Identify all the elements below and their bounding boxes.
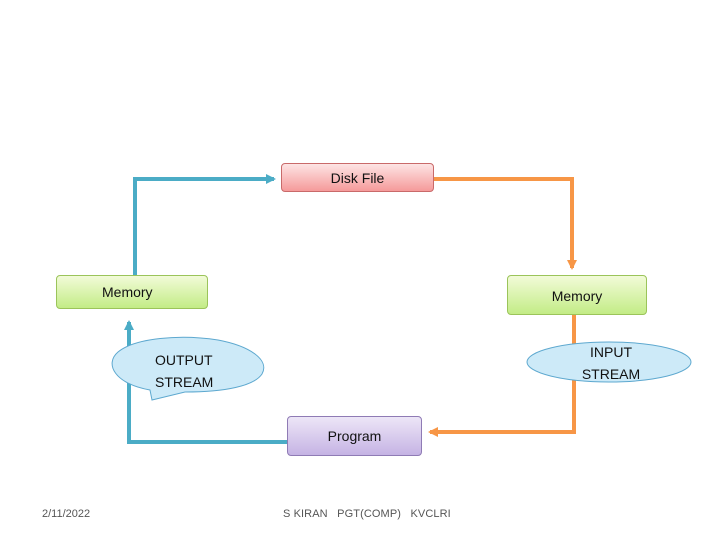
input-stream-text: INPUT STREAM	[572, 341, 650, 385]
program-label: Program	[327, 428, 382, 444]
output-stream-callout	[111, 336, 265, 401]
input-stream-line2: STREAM	[581, 366, 641, 382]
output-stream-line1: OUTPUT	[155, 352, 213, 368]
memory-left-label: Memory	[102, 284, 153, 300]
connector-memory-left-to-disk	[133, 174, 276, 275]
memory-left-node: Memory	[56, 275, 208, 309]
program-node: Program	[287, 416, 422, 456]
memory-right-node: Memory	[507, 275, 647, 315]
output-stream-line2: STREAM	[155, 374, 214, 390]
disk-file-label: Disk File	[330, 169, 385, 186]
footer-date: 2/11/2022	[42, 508, 91, 520]
footer-author: S KIRAN PGT(COMP) KVCLRI	[283, 508, 451, 520]
output-stream-text: OUTPUT STREAM	[155, 349, 213, 393]
disk-file-node: Disk File	[281, 163, 434, 192]
input-stream-line1: INPUT	[590, 344, 632, 360]
input-stream-callout	[526, 341, 692, 383]
memory-right-label: Memory	[551, 288, 603, 304]
connector-disk-to-memory-right	[434, 177, 577, 270]
